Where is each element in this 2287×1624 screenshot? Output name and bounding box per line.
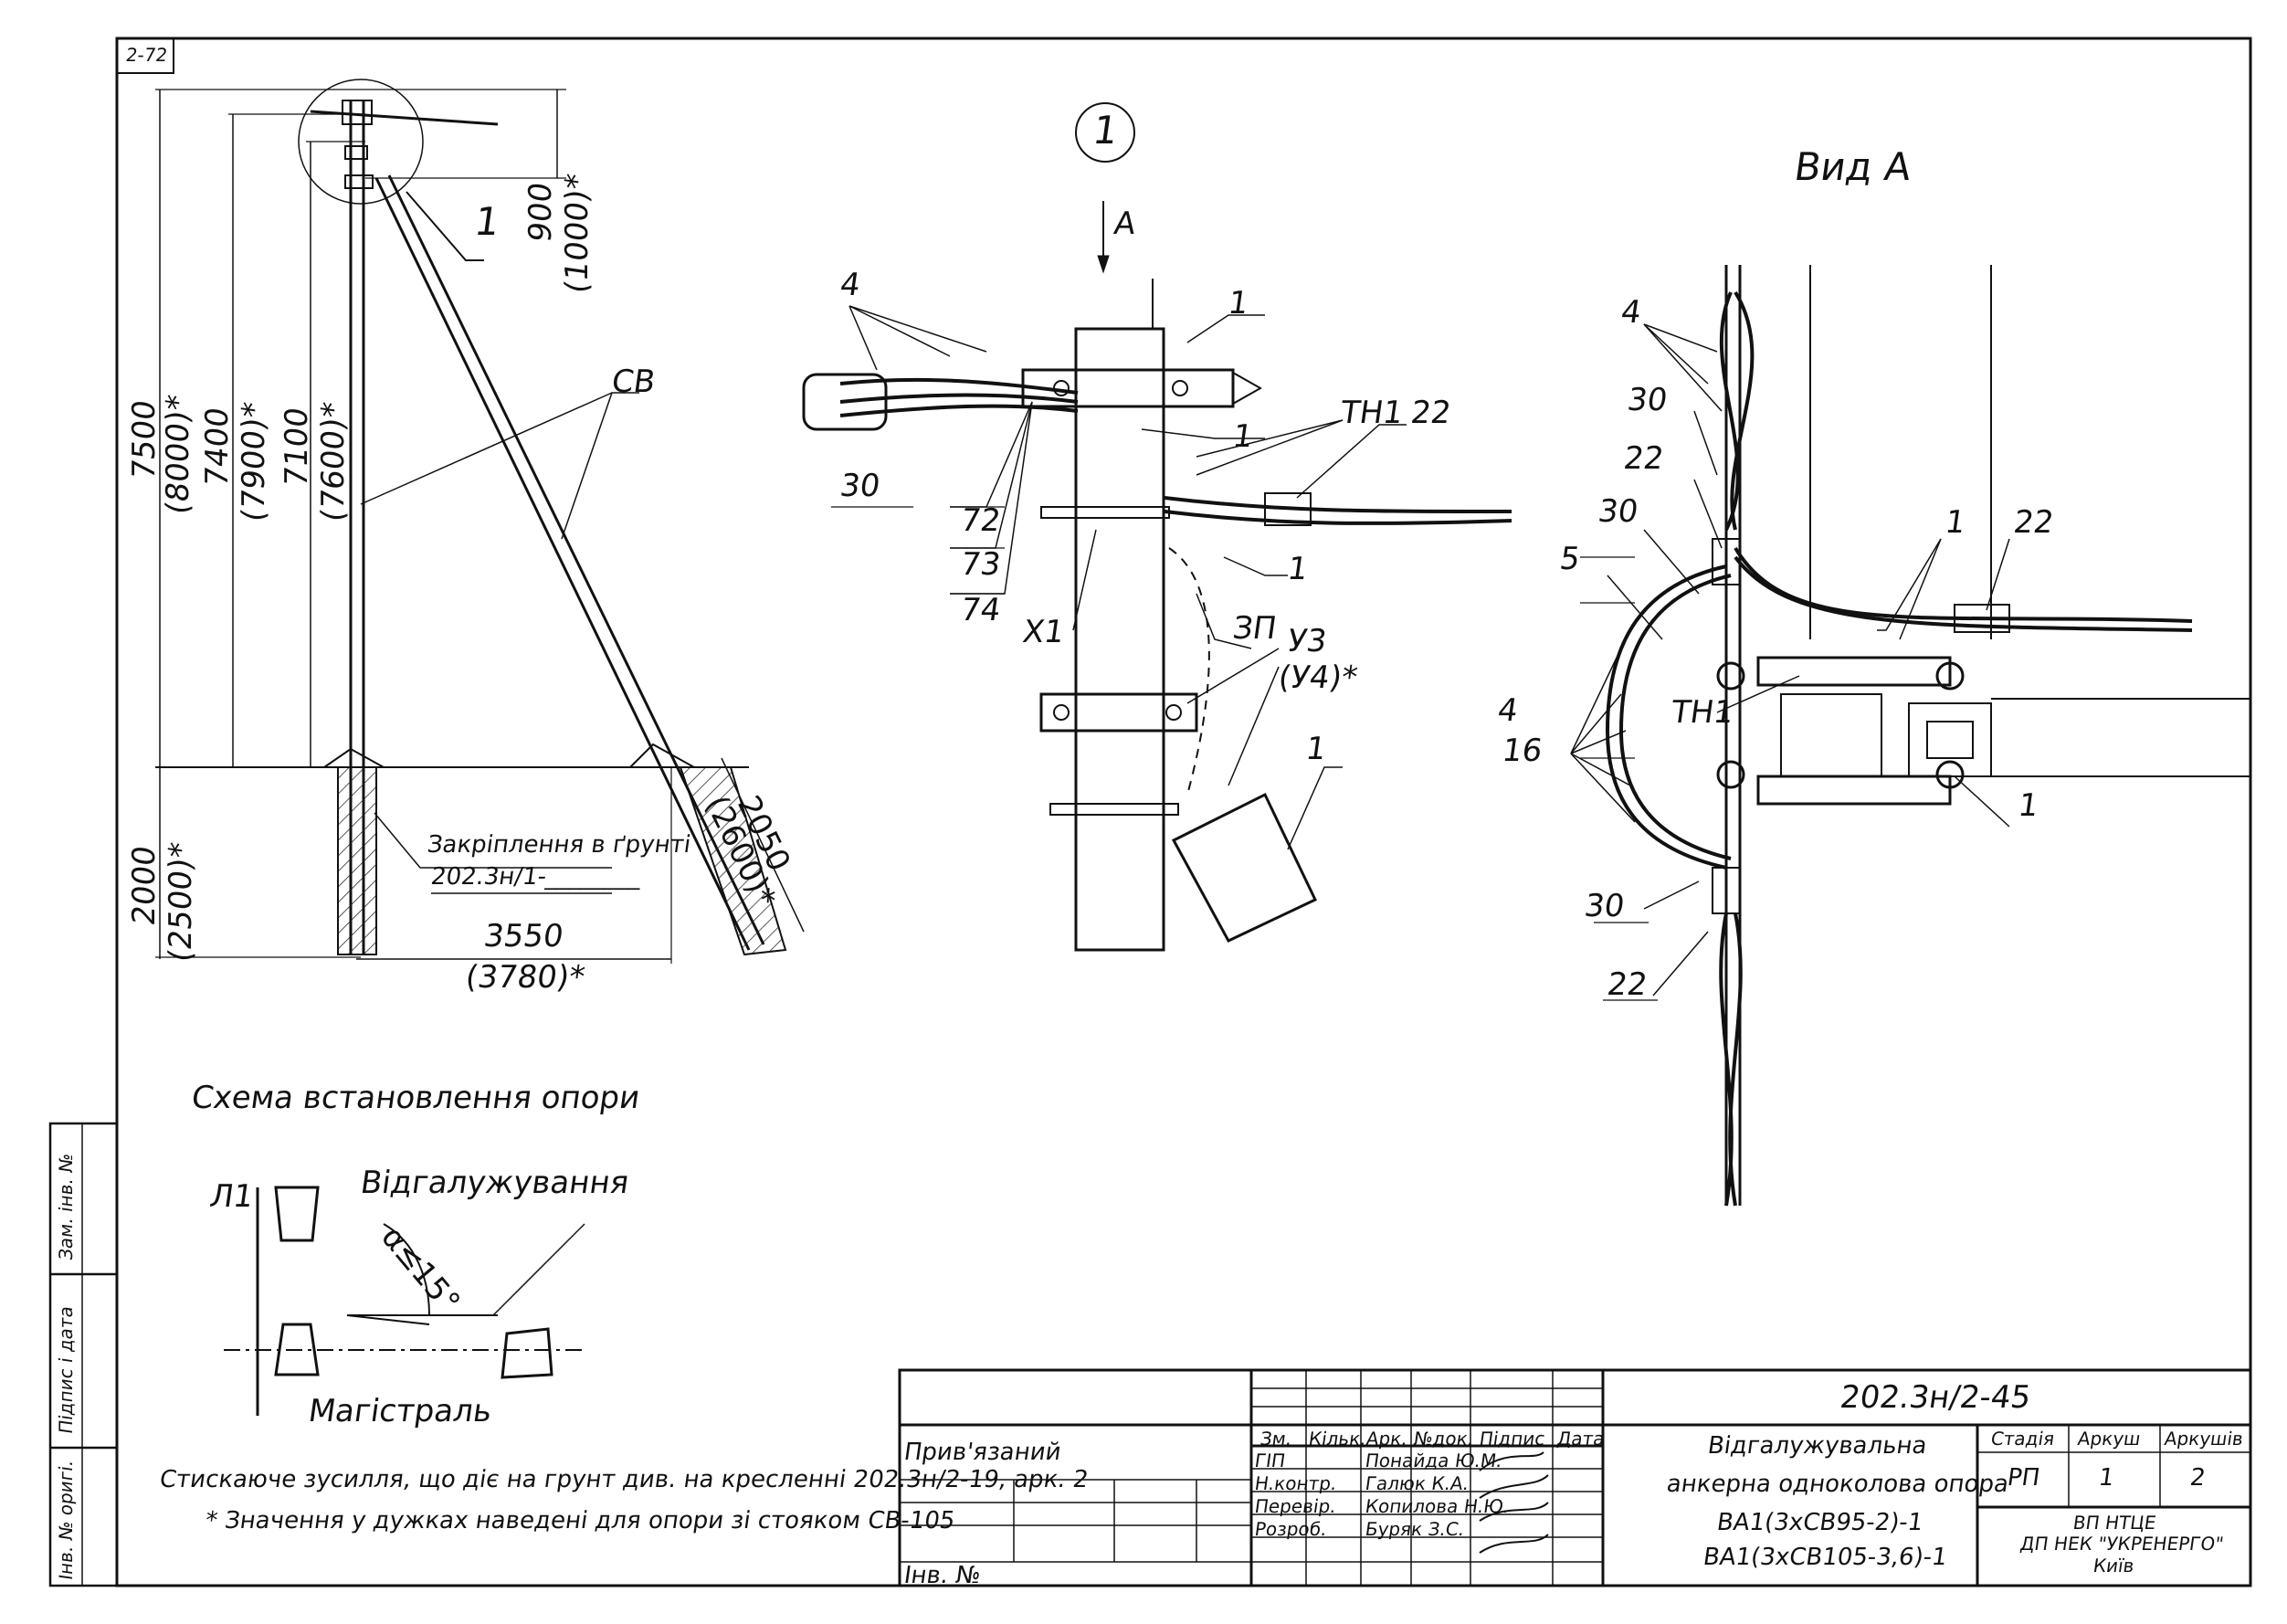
tb-h-kilk: Кільк.: [1307, 1428, 1368, 1450]
tb-h-zm: Зм.: [1259, 1428, 1293, 1450]
right-view-assembly: [1570, 265, 2250, 1207]
tb-stage: РП: [2005, 1464, 2042, 1492]
left-stamp: [48, 1122, 119, 1587]
dim-7600: (7600)*: [315, 399, 352, 524]
tb-role-perevir: Перевір.: [1253, 1495, 1338, 1517]
ground-note-1: Закріплення в ґрунті: [425, 831, 693, 859]
tb-name-4: Буряк З.С.: [1364, 1518, 1466, 1540]
scheme-branch: Відгалужування: [358, 1165, 632, 1201]
dim-7400: 7400: [199, 405, 236, 490]
stamp-inv-orig: Інв. № оригі.: [55, 1459, 77, 1582]
right-label-30b: 30: [1596, 493, 1641, 530]
installation-scheme: [224, 1186, 585, 1416]
view-a-title: Вид А: [1791, 144, 1914, 189]
tb-role-nkontr: Н.контр.: [1253, 1472, 1339, 1494]
mid-label-30: 30: [838, 468, 883, 504]
tb-role-rozrob: Розроб.: [1253, 1518, 1329, 1540]
tb-code: 202.3н/2-45: [1838, 1379, 2033, 1416]
tb-h-dok: №док.: [1412, 1428, 1475, 1450]
sheet-frame: [115, 37, 2252, 1587]
right-label-30c: 30: [1582, 888, 1628, 924]
dim-2500: (2500)*: [163, 839, 199, 965]
dim-3780: (3780)*: [463, 959, 587, 996]
sheet-code: 2-72: [124, 44, 170, 66]
tb-privyazaniy: Прив'язаний: [901, 1439, 1063, 1466]
tb-h-data: Дата: [1555, 1428, 1607, 1450]
tb-org-3: Київ: [2092, 1555, 2136, 1577]
mid-label-u4: (У4)*: [1276, 659, 1360, 696]
note-2: * Значення у дужках наведені для опори з…: [203, 1507, 957, 1534]
mid-label-73: 73: [958, 546, 1004, 583]
mid-label-th1: ТН1: [1338, 395, 1406, 431]
tb-name-1: Понайда Ю.М.: [1364, 1450, 1504, 1471]
tb-name-2: Галюк К.А.: [1364, 1472, 1470, 1494]
dim-7900: (7900)*: [236, 399, 272, 524]
left-view-pole: [155, 79, 805, 964]
middle-view-assembly: [802, 102, 1512, 952]
title-block: [898, 1368, 2252, 1587]
note-1: Стискаюче зусилля, що діє на грунт див. …: [157, 1466, 1091, 1493]
tb-sheet-h: Аркуш: [2076, 1428, 2143, 1450]
mid-label-x1: Х1: [1020, 614, 1067, 650]
dim-2000: 2000: [126, 843, 163, 928]
right-label-22a: 22: [1621, 440, 1667, 477]
dim-900: 900: [522, 180, 559, 245]
tb-desc-3: ВА1(3хСВ95-2)-1: [1714, 1509, 1925, 1536]
scheme-title: Схема встановлення опори: [189, 1080, 643, 1116]
dim-1000: (1000)*: [559, 171, 595, 296]
tb-h-pidpys: Підпис: [1478, 1428, 1547, 1450]
tb-role-gip: ГІП: [1253, 1450, 1287, 1471]
stamp-signature-date: Підпис і дата: [55, 1304, 77, 1436]
tb-org-2: ДП НЕК "УКРЕНЕРГО": [2018, 1533, 2226, 1555]
dim-8000: (8000)*: [160, 392, 196, 517]
tb-desc-2: анкерна одноколова опора: [1664, 1471, 2011, 1498]
tb-inv-no: Інв. №: [901, 1562, 983, 1589]
tb-name-3: Копилова Н.Ю.: [1364, 1495, 1511, 1517]
mid-label-zp: ЗП: [1230, 610, 1280, 647]
tb-desc-4: ВА1(3хСВ105-3,6)-1: [1701, 1544, 1949, 1571]
tb-desc-1: Відгалужувальна: [1705, 1432, 1929, 1460]
scheme-main-line: Магістраль: [306, 1393, 494, 1429]
mid-label-22: 22: [1408, 395, 1454, 431]
right-label-22c: 22: [1605, 966, 1650, 1003]
mid-label-u3: У3: [1285, 623, 1330, 659]
tb-org-1: ВП НТЦЕ: [2071, 1512, 2158, 1534]
right-label-16: 16: [1500, 733, 1545, 769]
mid-label-74: 74: [958, 592, 1004, 628]
ground-note-2: 202.3н/1-________: [428, 863, 644, 891]
label-sv: СВ: [609, 364, 658, 400]
tb-sheets-h: Аркушів: [2163, 1428, 2245, 1450]
stamp-zam-inv: Зам. інв. №: [55, 1152, 77, 1262]
mid-label-72: 72: [958, 502, 1004, 539]
dim-7500: 7500: [126, 397, 163, 482]
tb-stage-h: Стадія: [1989, 1428, 2056, 1450]
right-label-22b: 22: [2011, 504, 2057, 541]
dim-7100: 7100: [279, 405, 315, 490]
tb-h-ark: Арк.: [1365, 1428, 1409, 1450]
scheme-l1: Л1: [207, 1178, 257, 1215]
right-label-th1: ТН1: [1669, 694, 1736, 731]
dim-3550: 3550: [481, 918, 566, 954]
right-label-30a: 30: [1625, 382, 1670, 418]
